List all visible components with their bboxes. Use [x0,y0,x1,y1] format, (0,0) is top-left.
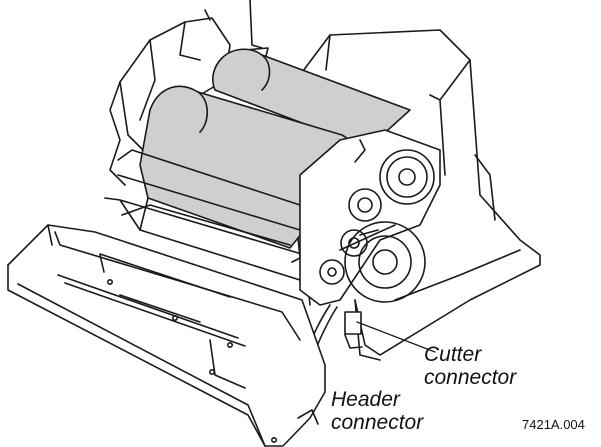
header-connector-label: Header connector [331,388,423,434]
leader-lines [356,321,436,353]
header-label-line1: Header [331,388,400,411]
gear-train [319,149,435,285]
open-front-cover [7,224,326,447]
cutter-connector-label: Cutter connector [424,343,516,389]
platen-knob [344,221,426,303]
gear-housing [299,129,441,306]
cutter-leader-line [356,321,436,353]
middle-gear [348,188,382,222]
figure-id: 7421A.004 [522,417,585,432]
rear-paper-roll [212,48,411,149]
large-gear [379,149,435,205]
cutter-label-line2: connector [424,366,517,389]
header-label-line2: connector [331,411,424,434]
cutter-label-line1: Cutter [424,343,482,366]
